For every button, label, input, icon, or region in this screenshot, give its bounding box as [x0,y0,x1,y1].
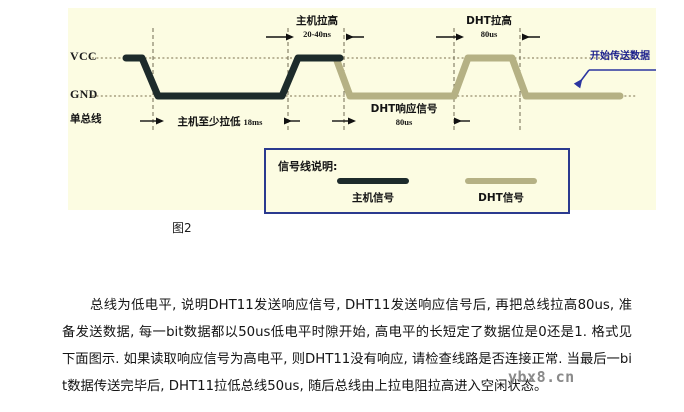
legend-label-host-signal: 主机信号 [352,192,394,204]
annotation-dht-pull-high-value: 80us [480,29,498,40]
annotation-dht-response-text: DHT响应信号 [370,103,438,115]
annotation-host-pull-low-text: 主机至少拉低 [177,116,241,128]
legend-swatch-dht-signal [465,178,537,184]
annotation-host-pull-high-value: 20-40ns [303,29,331,40]
annotation-host-pull-high: 主机拉高 20-40ns [286,15,348,40]
figure-caption: 图2 [172,221,192,235]
vcc-axis-label: VCC [70,49,97,63]
site-watermark: ybx8.cn [508,368,575,386]
annotation-dht-response: DHT响应信号 80us [356,103,452,128]
annotation-dht-pull-high: DHT拉高 80us [458,15,520,40]
dht-signal-waveform [322,54,624,100]
signal-legend-box: 信号线说明: 主机信号 DHT信号 [264,148,570,214]
annotation-dht-response-value: 80us [395,117,413,128]
annotation-start-transmit: 开始传送数据 [590,51,650,62]
legend-title: 信号线说明: [278,160,338,173]
body-paragraph: 总线为低电平, 说明DHT11发送响应信号, DHT11发送响应信号后, 再把总… [62,298,632,395]
annotation-dht-pull-high-text: DHT拉高 [466,15,512,27]
bus-axis-label: 单总线 [70,113,102,125]
legend-item-dht: DHT信号 [442,178,560,205]
annotation-host-pull-high-text: 主机拉高 [296,15,338,27]
timing-diagram-svg [92,28,656,130]
start-transmit-pointer [573,69,656,89]
annotation-host-pull-low-value: 18ms [243,117,263,127]
reference-lines [92,57,636,97]
legend-item-host: 主机信号 [314,178,432,205]
host-signal-waveform [122,54,344,100]
legend-label-dht-signal: DHT信号 [478,192,524,204]
legend-swatch-host-signal [337,178,409,184]
gnd-axis-label: GND [70,87,98,101]
